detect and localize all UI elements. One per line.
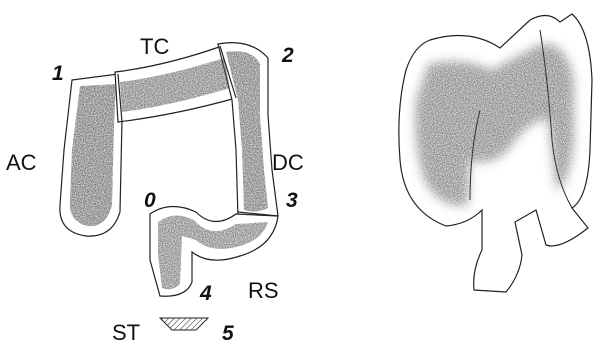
label-st: ST — [112, 320, 140, 345]
right-colon-image — [399, 14, 592, 292]
label-rs: RS — [248, 278, 279, 303]
number-5: 5 — [222, 322, 234, 345]
left-colon-diagram: TC AC DC RS ST 0 1 2 3 4 5 — [6, 34, 304, 345]
rectum-hatched-shape — [160, 318, 208, 330]
number-3: 3 — [286, 189, 298, 212]
number-4: 4 — [199, 282, 212, 305]
number-1: 1 — [52, 62, 64, 85]
label-tc: TC — [140, 34, 169, 59]
number-0: 0 — [144, 189, 156, 212]
number-2: 2 — [281, 44, 294, 67]
label-dc: DC — [272, 150, 304, 175]
label-ac: AC — [6, 150, 37, 175]
